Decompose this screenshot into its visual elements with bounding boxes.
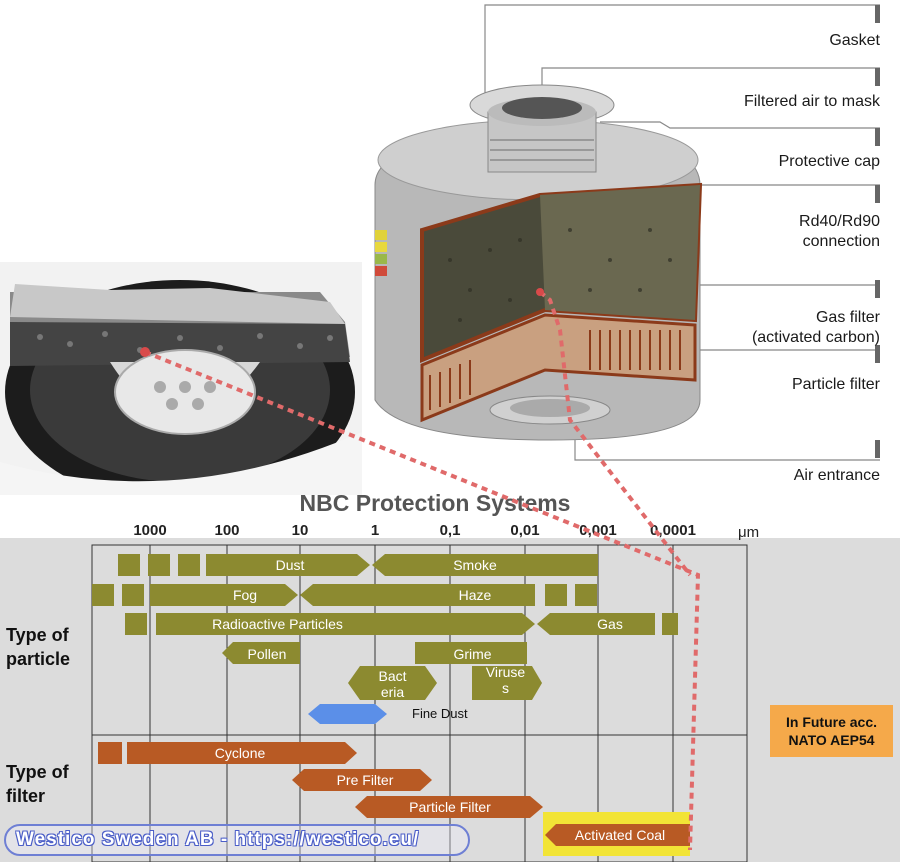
scale-label-0-0001: 0,0001 bbox=[650, 522, 696, 539]
scale-label-0-1: 0,1 bbox=[439, 522, 461, 539]
radioactive-label: Radioactive Particles bbox=[212, 616, 343, 632]
radioactive-segment bbox=[125, 613, 147, 635]
pollen-label: Pollen bbox=[247, 646, 287, 662]
dust-label: Dust bbox=[275, 557, 305, 573]
grime-bar bbox=[415, 642, 527, 664]
chart-frame bbox=[91, 544, 748, 862]
fog-bar bbox=[150, 584, 298, 606]
callout-protective-cap: Protective cap bbox=[778, 153, 880, 170]
scale-label-100: 100 bbox=[214, 522, 240, 539]
leader-point-canister bbox=[536, 288, 544, 296]
callout-gas-filter: Gas filter (activated carbon) bbox=[751, 309, 880, 346]
callout-air-entrance: Air entrance bbox=[793, 467, 880, 484]
particle-filter-label: Particle Filter bbox=[409, 799, 491, 815]
fine-dust-label: Fine Dust bbox=[412, 706, 468, 721]
bacteria-label: Bact eria bbox=[378, 668, 407, 700]
pre-filter-label: Pre Filter bbox=[336, 772, 394, 788]
haze-segment bbox=[545, 584, 567, 606]
smoke-bar bbox=[372, 554, 598, 576]
haze-label: Haze bbox=[458, 587, 492, 603]
leader-point-photo bbox=[140, 347, 150, 357]
haze-bar bbox=[300, 584, 535, 606]
canister-cross-section bbox=[374, 4, 880, 461]
viruses-bar bbox=[472, 666, 542, 700]
scale-label-1000: 1000 bbox=[133, 522, 167, 539]
filter-cutaway-photo bbox=[0, 262, 362, 495]
cyclone-segment bbox=[98, 742, 122, 764]
leader-canister-to-chart bbox=[538, 290, 692, 577]
callout-rd-connection: Rd40/Rd90 connection bbox=[799, 213, 880, 250]
fog-segment bbox=[122, 584, 144, 606]
activated-coal-bar bbox=[545, 824, 690, 846]
activated-coal-label: Activated Coal bbox=[574, 827, 666, 843]
cyclone-label: Cyclone bbox=[214, 745, 266, 761]
gas-segment bbox=[662, 613, 678, 635]
scale-label-0-001: 0,001 bbox=[579, 522, 617, 539]
grime-label: Grime bbox=[453, 646, 492, 662]
viruses-label: Viruse s bbox=[485, 664, 526, 696]
haze-segment bbox=[575, 584, 597, 606]
fog-label: Fog bbox=[232, 587, 258, 603]
future-note: In Future acc. NATO AEP54 bbox=[770, 705, 893, 757]
pre-filter-bar bbox=[292, 769, 432, 791]
leader-photo-to-chart bbox=[144, 350, 701, 851]
particle-filter-bar bbox=[355, 796, 543, 818]
row-label-filter: Type of filter bbox=[6, 762, 69, 806]
unit-label: μm bbox=[738, 524, 760, 541]
cyclone-bar bbox=[127, 742, 357, 764]
bacteria-bar bbox=[348, 666, 437, 700]
pollen-bar bbox=[222, 642, 300, 664]
dust-bar bbox=[206, 554, 370, 576]
chart-title: NBC Protection Systems bbox=[299, 490, 571, 516]
watermark: Westico Sweden AB - https://westico.eu/ bbox=[4, 824, 470, 856]
dust-segment bbox=[118, 554, 140, 576]
callout-gasket: Gasket bbox=[829, 32, 880, 49]
callout-filtered-air: Filtered air to mask bbox=[743, 93, 880, 110]
row-label-particle: Type of particle bbox=[6, 625, 71, 669]
dust-segment bbox=[148, 554, 170, 576]
scale-label-0-01: 0,01 bbox=[510, 522, 540, 539]
scale-label-10: 10 bbox=[291, 522, 309, 539]
scale-label-1: 1 bbox=[370, 522, 380, 539]
gas-bar bbox=[537, 613, 655, 635]
callout-particle-filter: Particle filter bbox=[791, 376, 880, 393]
gas-label: Gas bbox=[597, 616, 623, 632]
smoke-label: Smoke bbox=[453, 557, 497, 573]
radioactive-bar bbox=[156, 613, 535, 635]
fog-segment bbox=[92, 584, 114, 606]
fine-dust-bar bbox=[308, 704, 387, 724]
dust-segment bbox=[178, 554, 200, 576]
